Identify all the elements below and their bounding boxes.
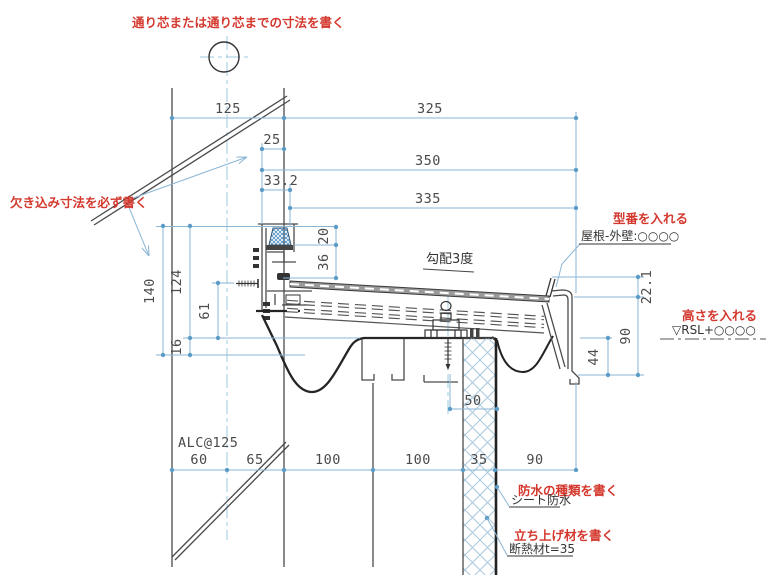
dim-90-right: 90 — [618, 327, 634, 344]
deck-curved-profile — [260, 314, 492, 394]
leader-lines — [127, 156, 581, 556]
horizontal-screw — [236, 279, 259, 288]
dim-36: 36 — [316, 253, 332, 270]
dim-350: 350 — [415, 153, 441, 169]
label-sheet-waterproofing: シート防水 — [511, 492, 571, 507]
dim-25: 25 — [263, 132, 280, 148]
dim-35: 35 — [470, 452, 487, 468]
break-line-upper — [90, 95, 291, 226]
dim-60: 60 — [190, 452, 207, 468]
fascia-flashing — [541, 289, 580, 385]
note-model-number: 型番を入れる — [613, 211, 688, 226]
dim-50: 50 — [464, 393, 481, 409]
dim-20: 20 — [316, 227, 332, 244]
note-notch-dimension: 欠き込み寸法を必ず書く — [10, 195, 148, 210]
dim-325: 325 — [417, 101, 443, 117]
parapet-cap-detail — [253, 223, 312, 320]
dim-100-a: 100 — [315, 452, 341, 468]
dim-124: 124 — [169, 269, 185, 295]
dim-22-1: 22.1 — [639, 270, 655, 305]
dim-44: 44 — [586, 348, 602, 365]
red-notes: 通り芯または通り芯までの寸法を書く 欠き込み寸法を必ず書く 型番を入れる 高さを… — [10, 15, 757, 543]
clamp-block — [277, 273, 290, 280]
dimension-lines — [127, 112, 644, 556]
gasket-hatched — [268, 227, 292, 246]
grid-bubble — [208, 41, 240, 73]
seam-clip — [424, 300, 480, 339]
note-height: 高さを入れる — [682, 308, 757, 323]
label-insulation-t35: 断熱材t=35 — [509, 541, 575, 556]
flange-under-clip — [423, 375, 458, 383]
dim-65: 65 — [246, 452, 263, 468]
label-rsl-height: ▽RSL+○○○○ — [672, 323, 756, 337]
dim-33-2: 33.2 — [264, 173, 299, 189]
break-line-lower — [171, 441, 290, 561]
vertical-screw — [444, 339, 452, 370]
note-upstand-material: 立ち上げ材を書く — [514, 528, 614, 543]
roof-layers — [284, 277, 556, 334]
note-waterproofing-type: 防水の種類を書く — [518, 483, 618, 498]
dim-140: 140 — [142, 278, 158, 304]
dim-61: 61 — [197, 302, 213, 319]
structure-lines — [90, 41, 766, 575]
dim-16: 16 — [169, 338, 185, 355]
dimension-text: 125 325 25 350 33.2 335 140 124 61 16 20… — [142, 101, 655, 468]
dim-335: 335 — [415, 191, 441, 207]
membrane-curve — [496, 335, 554, 374]
c-channel — [361, 339, 405, 381]
label-alc-wall: ALC@125 — [178, 435, 238, 451]
dim-125: 125 — [215, 101, 241, 117]
dim-100-b: 100 — [405, 452, 431, 468]
label-slope-3deg: 勾配3度 — [426, 251, 473, 267]
insulation-dashed-layers — [286, 299, 545, 329]
label-model-value: 屋根-外壁:○○○○ — [581, 228, 679, 243]
note-grid-dimension: 通り芯または通り芯までの寸法を書く — [132, 15, 345, 30]
black-labels: 屋根-外壁:○○○○ ▽RSL+○○○○ シート防水 断熱材t=35 勾配3度 … — [178, 228, 756, 557]
dim-90-bottom: 90 — [526, 452, 543, 468]
